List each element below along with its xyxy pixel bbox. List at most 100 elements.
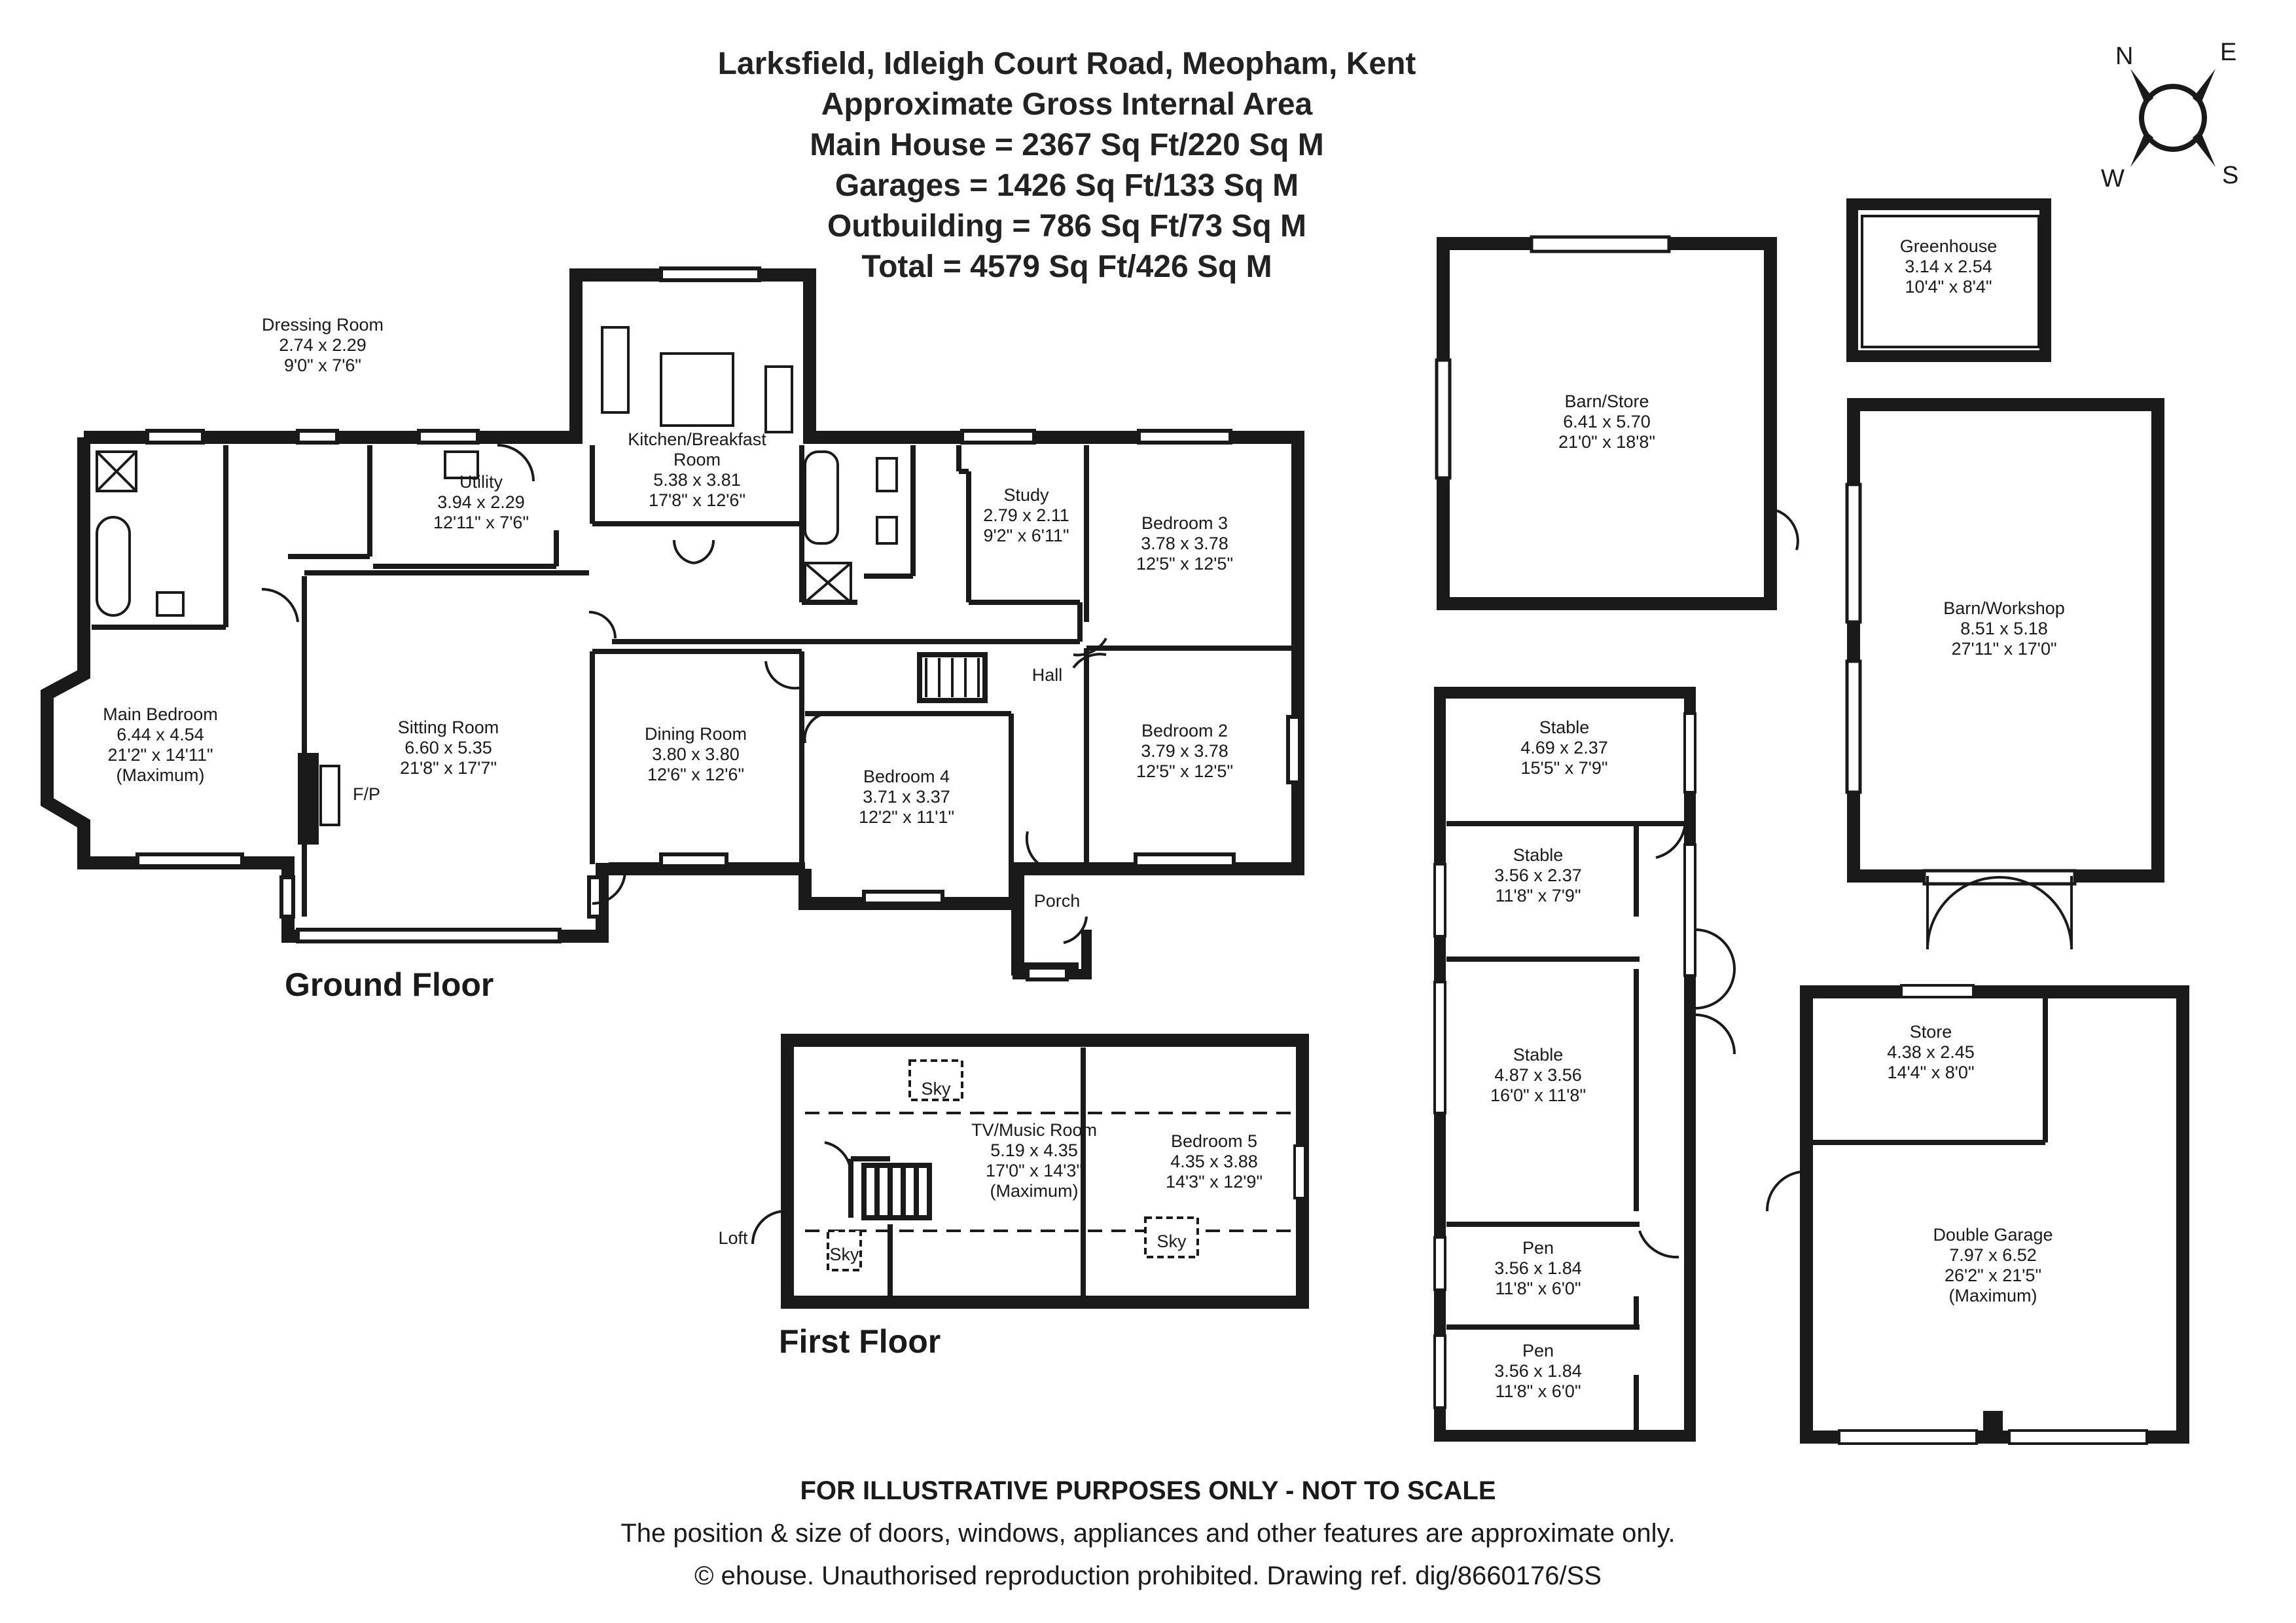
- room-label-kitchen-name2: Room: [673, 450, 721, 469]
- room-label-utility-name: Utility: [459, 472, 503, 492]
- room-label-kitchen-name: Kitchen/Breakfast: [628, 429, 766, 449]
- room-label-dining-imperial: 12'6" x 12'6": [647, 765, 744, 784]
- room-label-mainbed-imperial: 21'2" x 14'11": [107, 745, 213, 765]
- compass-s: S: [2222, 162, 2238, 189]
- total-area: Total = 4579 Sq Ft/426 Sq M: [861, 249, 1272, 284]
- room-label-barnstore-imperial: 21'0" x 18'8": [1558, 432, 1655, 452]
- property-address: Larksfield, Idleigh Court Road, Meopham,…: [717, 46, 1416, 81]
- room-label-bed5-name: Bedroom 5: [1171, 1131, 1257, 1151]
- room-label-pen2-metric: 3.56 x 1.84: [1494, 1361, 1582, 1381]
- ground-floor-internal: [92, 445, 1293, 917]
- room-label-stable2-metric: 3.56 x 2.37: [1494, 866, 1582, 885]
- room-label-bed2-metric: 3.79 x 3.78: [1141, 741, 1229, 761]
- room-label-study-metric: 2.79 x 2.11: [983, 505, 1069, 525]
- skylight-label-2: Sky: [829, 1245, 859, 1264]
- compass-w: W: [2101, 165, 2125, 192]
- room-label-pen2-name: Pen: [1522, 1341, 1554, 1360]
- skylight-label-3: Sky: [1157, 1231, 1187, 1251]
- room-label-greenhouse-name: Greenhouse: [1900, 236, 1998, 256]
- room-label-mainbed-note: (Maximum): [117, 765, 205, 785]
- room-label-utility-metric: 3.94 x 2.29: [437, 492, 525, 512]
- room-label-garage-imperial: 26'2" x 21'5": [1945, 1266, 2041, 1285]
- room-label-sitting-name: Sitting Room: [398, 718, 499, 737]
- ground-floor-windows: [135, 266, 1302, 981]
- first-floor-internal: [805, 1048, 1296, 1296]
- room-label-mainbed-metric: 6.44 x 4.54: [117, 725, 204, 744]
- copyright-text: © ehouse. Unauthorised reproduction proh…: [694, 1561, 1602, 1590]
- room-label-bed4-imperial: 12'2" x 11'1": [859, 807, 954, 827]
- room-label-bed5-metric: 4.35 x 3.88: [1170, 1152, 1258, 1171]
- main-house-area: Main House = 2367 Sq Ft/220 Sq M: [810, 128, 1324, 162]
- room-label-bed3-metric: 3.78 x 3.78: [1141, 534, 1229, 553]
- skylight-label-1: Sky: [921, 1079, 951, 1099]
- room-label-dressing-metric: 2.74 x 2.29: [279, 335, 367, 355]
- room-label-stable3-metric: 4.87 x 3.56: [1494, 1065, 1582, 1085]
- ground-floor-label: Ground Floor: [285, 966, 494, 1003]
- room-label-study-name: Study: [1003, 485, 1049, 505]
- room-label-dressing-imperial: 9'0" x 7'6": [284, 356, 361, 375]
- room-label-bed5-imperial: 14'3" x 12'9": [1166, 1172, 1263, 1192]
- room-label-greenhouse-metric: 3.14 x 2.54: [1905, 257, 1992, 276]
- room-label-barnstore-metric: 6.41 x 5.70: [1563, 412, 1651, 431]
- room-label-pen1-imperial: 11'8" x 6'0": [1495, 1279, 1581, 1298]
- room-label-bed3-imperial: 12'5" x 12'5": [1136, 554, 1233, 574]
- room-label-store-imperial: 14'4" x 8'0": [1887, 1063, 1974, 1082]
- room-label-bed2-name: Bedroom 2: [1141, 721, 1228, 740]
- porch-label: Porch: [1034, 891, 1081, 911]
- greenhouse-walls: [1846, 198, 2051, 362]
- disclaimer-text: FOR ILLUSTRATIVE PURPOSES ONLY - NOT TO …: [800, 1476, 1496, 1505]
- area-title: Approximate Gross Internal Area: [821, 87, 1313, 122]
- room-label-tv-metric: 5.19 x 4.35: [990, 1140, 1078, 1160]
- compass-icon: N E W S: [2101, 39, 2238, 192]
- compass-n: N: [2115, 43, 2133, 70]
- room-label-workshop-imperial: 27'11" x 17'0": [1951, 639, 2056, 659]
- room-label-dining-metric: 3.80 x 3.80: [652, 744, 740, 764]
- room-label-stable3-name: Stable: [1513, 1045, 1564, 1065]
- approximate-note: The position & size of doors, windows, a…: [620, 1519, 1676, 1548]
- garages-area: Garages = 1426 Sq Ft/133 Sq M: [834, 168, 1299, 203]
- room-label-tv-name: TV/Music Room: [971, 1120, 1097, 1140]
- fireplace-shape: [298, 753, 319, 845]
- room-label-mainbed-name: Main Bedroom: [103, 704, 218, 724]
- room-label-dressing-name: Dressing Room: [262, 315, 384, 335]
- compass-e: E: [2220, 39, 2236, 66]
- room-label-utility-imperial: 12'11" x 7'6": [433, 513, 529, 532]
- room-label-stable2-name: Stable: [1513, 845, 1564, 865]
- room-label-pen1-metric: 3.56 x 1.84: [1494, 1258, 1582, 1278]
- room-label-dining-name: Dining Room: [645, 724, 747, 744]
- ground-floor-doors: [261, 444, 1107, 944]
- room-label-store-name: Store: [1910, 1022, 1952, 1042]
- first-floor-label: First Floor: [779, 1323, 941, 1360]
- room-label-garage-note: (Maximum): [1949, 1286, 2037, 1305]
- room-label-stable1-imperial: 15'5" x 7'9": [1520, 758, 1607, 778]
- room-label-kitchen-metric: 5.38 x 3.81: [653, 470, 741, 490]
- room-label-bed2-imperial: 12'5" x 12'5": [1136, 761, 1233, 781]
- room-label-garage-name: Double Garage: [1933, 1225, 2053, 1245]
- room-label-barnstore-name: Barn/Store: [1564, 392, 1649, 411]
- room-label-study-imperial: 9'2" x 6'11": [983, 526, 1069, 545]
- room-label-tv-note: (Maximum): [990, 1181, 1079, 1201]
- room-label-bed4-name: Bedroom 4: [863, 767, 950, 786]
- room-label-pen1-name: Pen: [1522, 1238, 1554, 1258]
- room-label-stable2-imperial: 11'8" x 7'9": [1495, 886, 1581, 905]
- room-label-tv-imperial: 17'0" x 14'3": [986, 1161, 1083, 1180]
- outbuilding-area: Outbuilding = 786 Sq Ft/73 Sq M: [827, 209, 1307, 244]
- hall-label: Hall: [1032, 665, 1063, 685]
- fireplace-label: F/P: [353, 784, 380, 804]
- room-label-sitting-metric: 6.60 x 5.35: [404, 738, 492, 757]
- room-label-bed4-metric: 3.71 x 3.37: [863, 787, 950, 807]
- garage-walls: [1800, 985, 2189, 1444]
- room-label-garage-metric: 7.97 x 6.52: [1949, 1245, 2037, 1265]
- ground-floor-fixtures: [96, 326, 980, 697]
- room-label-stable3-imperial: 16'0" x 11'8": [1490, 1085, 1586, 1105]
- room-label-kitchen-imperial: 17'8" x 12'6": [649, 490, 745, 510]
- first-floor-windows: [827, 1059, 1306, 1271]
- room-label-workshop-name: Barn/Workshop: [1943, 598, 2065, 618]
- room-label-workshop-metric: 8.51 x 5.18: [1960, 619, 2048, 638]
- room-label-store-metric: 4.38 x 2.45: [1887, 1042, 1975, 1062]
- room-label-pen2-imperial: 11'8" x 6'0": [1495, 1381, 1581, 1401]
- room-label-bed3-name: Bedroom 3: [1141, 513, 1228, 533]
- stables-walls: [1434, 687, 1696, 1442]
